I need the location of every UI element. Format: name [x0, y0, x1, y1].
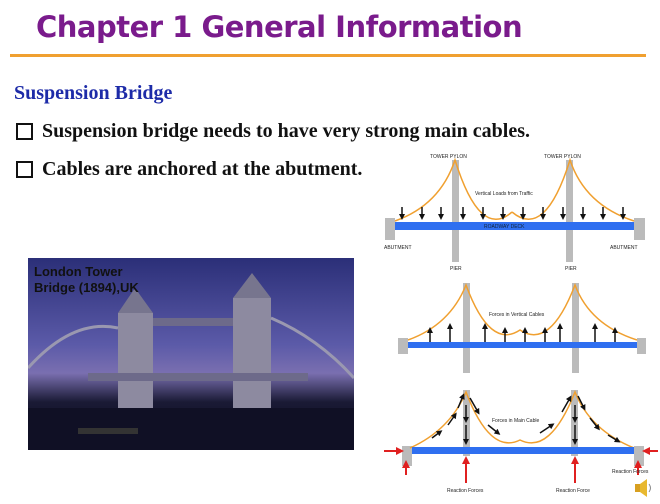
title-divider [10, 54, 646, 57]
label-reaction-forces: Reaction Forces [612, 469, 649, 475]
bullet-item: Cables are anchored at the abutment. [16, 158, 362, 181]
square-bullet-icon [16, 123, 33, 140]
label-pier: PIER [565, 266, 577, 272]
diagram-vertical-loads: TOWER PYLON TOWER PYLON Vertical Loads f… [384, 154, 645, 272]
bullet-text: Cables are anchored at the abutment. [42, 158, 363, 180]
label-forces-main-cable: Forces in Main Cable [492, 418, 539, 424]
label-tower-pylon: TOWER PYLON [430, 154, 467, 160]
label-reaction-forces: Reaction Forces [447, 488, 484, 494]
bullet-text: Suspension bridge needs to have very str… [42, 120, 531, 142]
bullet-item: Suspension bridge needs to have very str… [16, 120, 530, 143]
label-pier: PIER [450, 266, 462, 272]
section-heading: Suspension Bridge [14, 82, 173, 104]
label-vertical-loads: Vertical Loads from Traffic [475, 191, 533, 197]
photo-caption: London Tower Bridge (1894),UK [34, 264, 139, 295]
diagram-vertical-cable-forces: Forces in Vertical Cables [398, 282, 646, 373]
slide-title: Chapter 1 General Information [36, 10, 523, 44]
diagram-main-cable-forces: Forces in Main Cable Reaction Forces Rea… [384, 389, 658, 494]
label-abutment: ABUTMENT [610, 245, 638, 251]
square-bullet-icon [16, 161, 33, 178]
label-reaction-force: Reaction Force [556, 488, 590, 494]
tower-bridge-photo: London Tower Bridge (1894),UK [28, 258, 354, 450]
speaker-icon[interactable] [632, 476, 656, 500]
label-roadway-deck: ROADWAY DECK [484, 224, 525, 230]
label-forces-vertical-cables: Forces in Vertical Cables [489, 312, 545, 318]
label-abutment: ABUTMENT [384, 245, 412, 251]
label-tower-pylon: TOWER PYLON [544, 154, 581, 160]
bridge-silhouette [28, 273, 354, 450]
